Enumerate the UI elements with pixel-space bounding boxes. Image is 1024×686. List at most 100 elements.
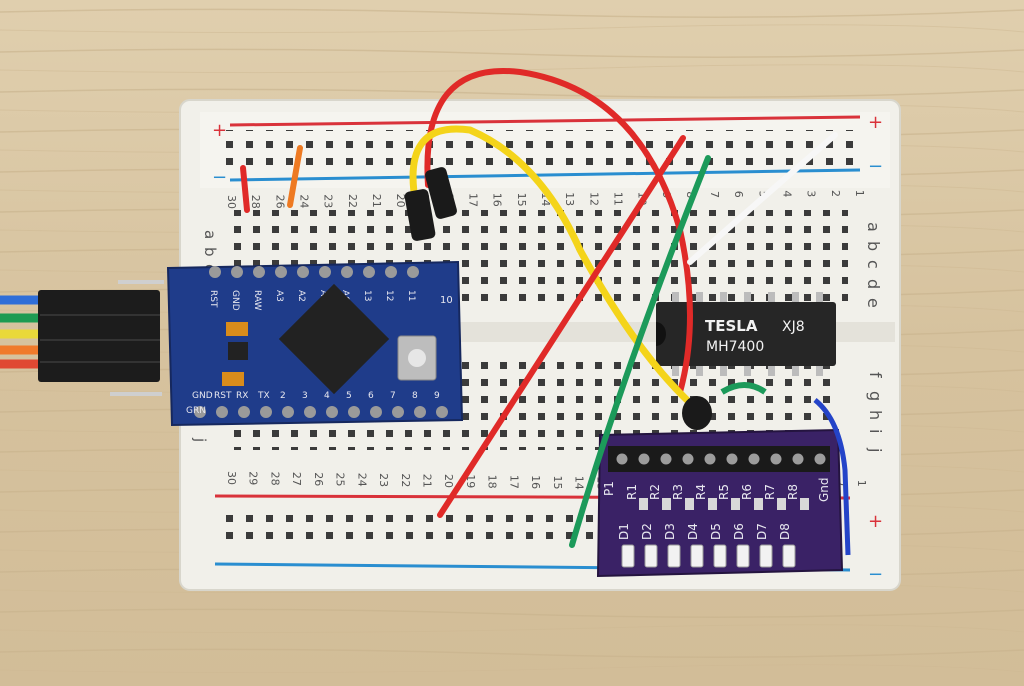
resistor-label: R6 — [740, 484, 754, 500]
top-right-minus: − — [868, 156, 883, 177]
column-number-top: 17 — [467, 193, 480, 207]
wire-sleeve-2 — [404, 189, 436, 241]
column-number-bottom: 26 — [312, 472, 325, 486]
mh7400-ic: TESLA XJ8 MH7400 — [656, 292, 836, 376]
arduino-pin-bottom — [414, 406, 426, 418]
arduino-pin-top — [341, 266, 353, 278]
row-letter-left: j — [191, 437, 209, 442]
resistor-label: R3 — [671, 484, 685, 500]
arduino-pin-label-bottom: 6 — [368, 391, 374, 401]
blue-jumper — [813, 398, 851, 556]
resistor-pad — [662, 498, 671, 510]
column-number-bottom: 15 — [551, 476, 564, 490]
ic-leg-top — [744, 292, 751, 304]
column-number-bottom: 25 — [334, 473, 347, 487]
arduino-pin-top — [209, 266, 221, 278]
arduino-pin-label-bottom: 9 — [434, 391, 440, 401]
resistor-label: R1 — [625, 484, 639, 500]
arduino-pin-top — [319, 266, 331, 278]
row-letter-right: j — [866, 447, 885, 452]
bottom-right-minus: − — [868, 564, 883, 585]
arduino-pin-label-bottom: 7 — [390, 391, 396, 401]
row-letter-right: a — [864, 222, 883, 232]
tantalum-cap-2 — [226, 322, 248, 336]
bottom-right-plus: + — [868, 511, 883, 532]
ic-code: XJ8 — [782, 319, 805, 335]
led-label: D2 — [640, 523, 654, 540]
led-header-pin — [770, 453, 782, 465]
reset-button-cap — [408, 349, 426, 367]
connector-housing — [38, 290, 160, 382]
arduino-pin-label-bottom: 4 — [324, 391, 330, 401]
column-number-bottom: 22 — [399, 473, 412, 487]
column-number-top: 7 — [708, 191, 721, 198]
arduino-pin-bottom — [436, 406, 448, 418]
led-label: D5 — [709, 523, 723, 540]
short-orange-jumper — [287, 145, 303, 208]
top-rail-holes — [225, 130, 855, 168]
arduino-pin-bottom — [216, 406, 228, 418]
arduino-pin-bottom — [238, 406, 250, 418]
ic-leg-top — [816, 292, 823, 304]
top-minus-line — [229, 168, 861, 182]
ic-leg-top — [720, 292, 727, 304]
ic-body — [656, 302, 836, 366]
arduino-pin-top — [231, 266, 243, 278]
voltage-regulator — [228, 342, 248, 360]
arduino-pin-label-top: 11 — [406, 290, 416, 301]
column-number-top: 2 — [829, 190, 842, 197]
column-number-bottom: 16 — [529, 475, 542, 489]
row-letter-right: f — [866, 372, 885, 378]
arduino-pin-label-bottom: 3 — [302, 391, 308, 401]
arduino-pin-top — [407, 266, 419, 278]
arduino-pin-bottom — [392, 406, 404, 418]
led-label: D7 — [755, 523, 769, 540]
column-number-top: 16 — [491, 193, 504, 207]
arduino-pin-label-top: RAW — [252, 290, 262, 311]
column-number-top: 26 — [273, 195, 286, 209]
led-header-pins — [616, 453, 826, 465]
smd-led — [713, 544, 727, 568]
red-wire-arc — [424, 68, 693, 395]
column-number-bottom: 27 — [290, 472, 303, 486]
resistor-pad — [800, 498, 809, 510]
arduino-pin-bottom — [282, 406, 294, 418]
column-number-top: 30 — [225, 195, 238, 209]
resistor-pad — [731, 498, 740, 510]
column-number-top: 28 — [249, 195, 262, 209]
column-number-top: 6 — [732, 191, 745, 198]
column-number-top: 23 — [322, 194, 335, 208]
smd-led — [667, 544, 681, 568]
led-header-pin — [660, 453, 672, 465]
column-number-bottom: 14 — [573, 476, 586, 490]
led-label: D4 — [686, 523, 700, 540]
column-number-bottom: 17 — [507, 475, 520, 489]
led-header-pin — [748, 453, 760, 465]
wire-sleeve — [425, 167, 457, 219]
arduino-pro-mini: RSTGNDRAWA3A2A1A0131211 GNDRSTRXTX234567… — [166, 260, 464, 427]
arduino-pin-bottom — [304, 406, 316, 418]
column-number-top: 13 — [563, 192, 576, 206]
ic-leg-bottom — [672, 364, 679, 376]
arduino-pin-top — [253, 266, 265, 278]
ic-notch — [656, 322, 666, 346]
column-number-bottom: 23 — [377, 473, 390, 487]
row-letter-right: d — [864, 279, 883, 289]
led-board-p1: P1 — [602, 481, 616, 496]
led-header-pin — [616, 453, 628, 465]
resistor-pad — [685, 498, 694, 510]
ic-leg-bottom — [720, 364, 727, 376]
row-letter-right: b — [864, 241, 883, 251]
tantalum-cap — [222, 372, 244, 386]
column-number-bottom: 1 — [855, 480, 868, 487]
column-number-bottom: 21 — [421, 474, 434, 488]
ic-leg-top — [792, 292, 799, 304]
column-number-bottom: 18 — [486, 475, 499, 489]
row-letter-right: e — [864, 298, 883, 308]
arduino-pin-label-top: A3 — [274, 290, 284, 302]
resistor-pad — [777, 498, 786, 510]
ic-leg-top — [768, 292, 775, 304]
arduino-pin-label-bottom: 8 — [412, 391, 418, 401]
